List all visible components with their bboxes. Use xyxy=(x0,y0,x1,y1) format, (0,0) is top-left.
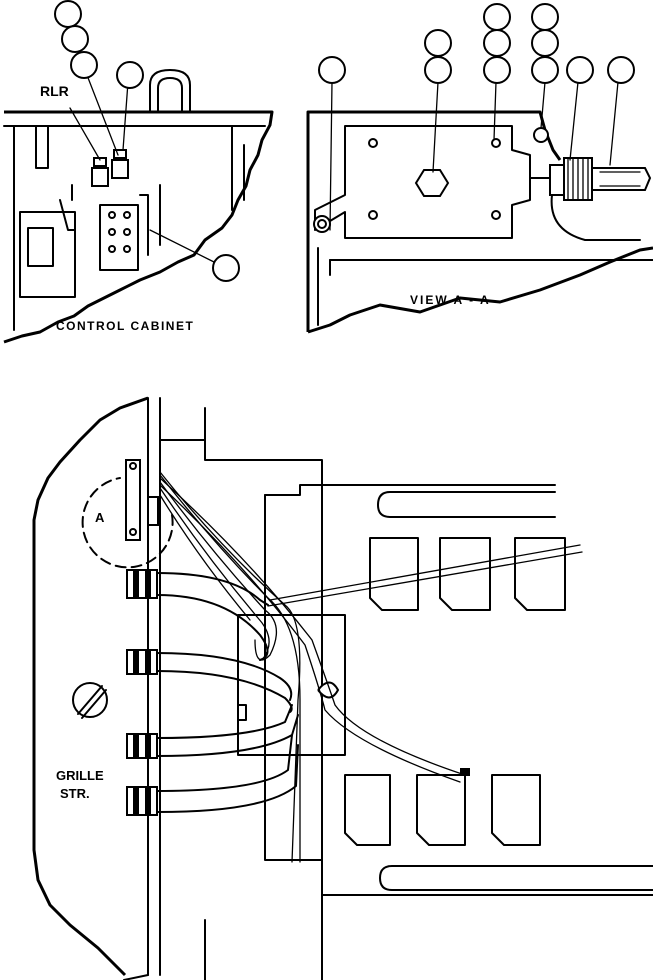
hose-connector xyxy=(126,649,293,713)
wire-harness xyxy=(159,471,583,863)
hose-connector xyxy=(126,569,269,661)
callout-circle xyxy=(531,56,559,84)
callout-circle xyxy=(318,56,346,84)
rlr-label: RLR xyxy=(40,83,69,99)
callout-circle xyxy=(566,56,594,84)
screw-heads xyxy=(368,138,501,220)
control-cabinet-view: RLR CONTROL CABINET xyxy=(3,0,274,344)
section-a-label: A xyxy=(95,510,105,525)
callout-circle xyxy=(424,29,452,57)
hose-connector xyxy=(126,704,299,759)
callout-circle xyxy=(531,29,559,57)
grille-harness-view: A xyxy=(32,396,653,980)
callout-circle xyxy=(70,51,98,79)
grille-label: GRILLE xyxy=(56,768,104,783)
callout-circle xyxy=(54,0,82,28)
callout-circle xyxy=(212,254,240,282)
view-a-a: VIEW A - A xyxy=(306,3,653,334)
terminal-block xyxy=(108,211,131,253)
callout-circle xyxy=(424,56,452,84)
callout-circle xyxy=(483,3,511,31)
hose-connector xyxy=(126,734,299,816)
relay-rlr xyxy=(91,149,129,187)
callout-circle xyxy=(116,61,144,89)
callout-circle xyxy=(531,3,559,31)
callout-circle xyxy=(483,29,511,57)
hex-nut xyxy=(414,169,450,197)
callout-circle xyxy=(483,56,511,84)
grille-strap-symbol xyxy=(72,682,108,718)
grille-str-label: STR. xyxy=(60,786,90,801)
callout-circle xyxy=(607,56,635,84)
callout-circle xyxy=(61,25,89,53)
control-cabinet-label: CONTROL CABINET xyxy=(56,319,194,333)
view-a-a-label: VIEW A - A xyxy=(410,293,491,307)
